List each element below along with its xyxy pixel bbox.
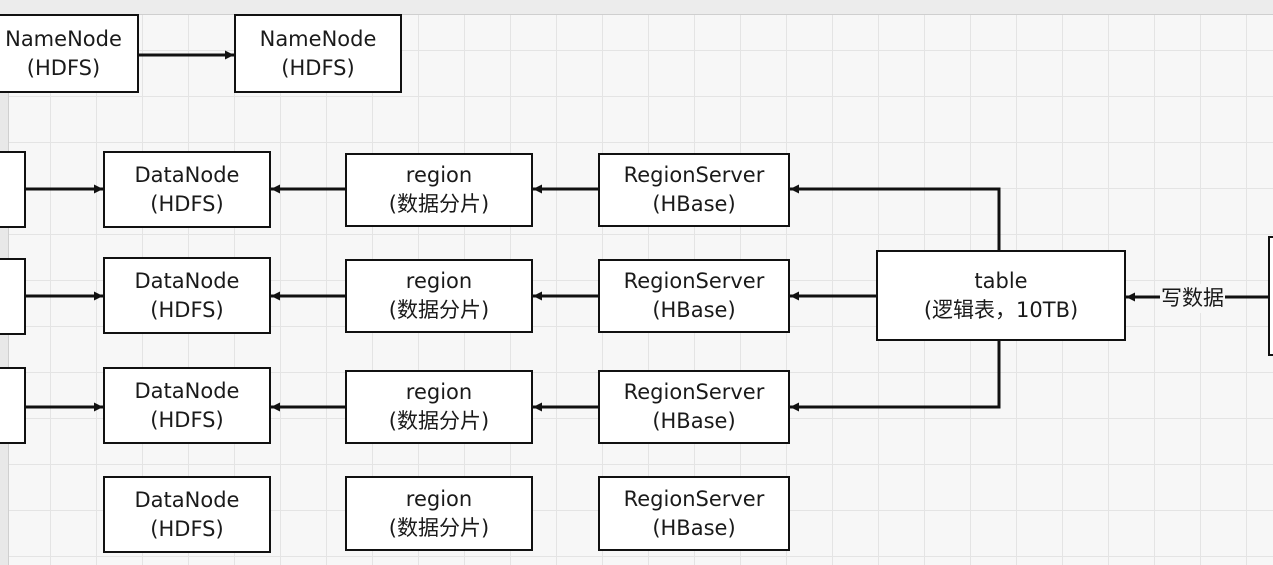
datanode-sub: (HDFS) xyxy=(150,297,224,322)
regionserver-name: RegionServer xyxy=(623,380,765,404)
stub-box-3[interactable] xyxy=(0,367,26,444)
stub-box-1[interactable] xyxy=(0,151,26,228)
region-box-4[interactable]: region (数据分片) xyxy=(345,476,533,551)
table-sub: (逻辑表，10TB) xyxy=(923,297,1079,322)
table-box[interactable]: table (逻辑表，10TB) xyxy=(876,250,1126,341)
regionserver-sub: (HBase) xyxy=(652,192,736,216)
datanode-name: DataNode xyxy=(134,162,240,187)
regionserver-name: RegionServer xyxy=(623,269,765,293)
regionserver-sub: (HBase) xyxy=(652,298,736,322)
datanode-name: DataNode xyxy=(134,487,240,512)
datanode-sub: (HDFS) xyxy=(150,407,224,432)
namenode-box-left[interactable]: NameNode (HDFS) xyxy=(0,14,139,93)
region-name: region xyxy=(405,486,473,511)
region-sub: (数据分片) xyxy=(388,515,490,540)
region-box-2[interactable]: region (数据分片) xyxy=(345,259,533,333)
datanode-name: DataNode xyxy=(134,268,240,293)
datanode-box-4[interactable]: DataNode (HDFS) xyxy=(103,476,271,553)
region-box-1[interactable]: region (数据分片) xyxy=(345,153,533,227)
regionserver-name: RegionServer xyxy=(623,486,765,511)
namenode-name: NameNode xyxy=(5,26,122,51)
regionserver-sub: (HBase) xyxy=(652,515,736,540)
regionserver-box-4[interactable]: RegionServer (HBase) xyxy=(598,476,790,551)
arrow-table-to-regionserver-1 xyxy=(790,184,1001,250)
datanode-box-1[interactable]: DataNode (HDFS) xyxy=(103,151,271,228)
regionserver-box-2[interactable]: RegionServer (HBase) xyxy=(598,259,790,333)
region-name: region xyxy=(405,380,473,404)
datanode-name: DataNode xyxy=(134,378,240,403)
stub-box-2[interactable] xyxy=(0,258,26,335)
write-data-label: 写数据 xyxy=(1160,284,1225,313)
region-name: region xyxy=(405,269,473,293)
table-name: table xyxy=(974,268,1028,293)
region-sub: (数据分片) xyxy=(388,192,490,216)
regionserver-name: RegionServer xyxy=(623,163,765,187)
datanode-box-3[interactable]: DataNode (HDFS) xyxy=(103,367,271,444)
namenode-sub: (HDFS) xyxy=(26,55,101,80)
regionserver-box-1[interactable]: RegionServer (HBase) xyxy=(598,153,790,227)
regionserver-box-3[interactable]: RegionServer (HBase) xyxy=(598,370,790,444)
canvas-top-border xyxy=(0,0,1273,15)
namenode-box-right[interactable]: NameNode (HDFS) xyxy=(234,14,402,93)
namenode-name: NameNode xyxy=(259,26,377,51)
region-box-3[interactable]: region (数据分片) xyxy=(345,370,533,444)
datanode-box-2[interactable]: DataNode (HDFS) xyxy=(103,257,271,334)
namenode-sub: (HDFS) xyxy=(281,55,355,80)
regionserver-sub: (HBase) xyxy=(652,409,736,433)
datanode-sub: (HDFS) xyxy=(150,516,224,541)
region-name: region xyxy=(405,163,473,187)
arrow-table-to-regionserver-3 xyxy=(790,341,1001,412)
datanode-sub: (HDFS) xyxy=(150,191,224,216)
region-sub: (数据分片) xyxy=(388,298,490,322)
region-sub: (数据分片) xyxy=(388,409,490,433)
client-box-right[interactable] xyxy=(1268,236,1273,356)
